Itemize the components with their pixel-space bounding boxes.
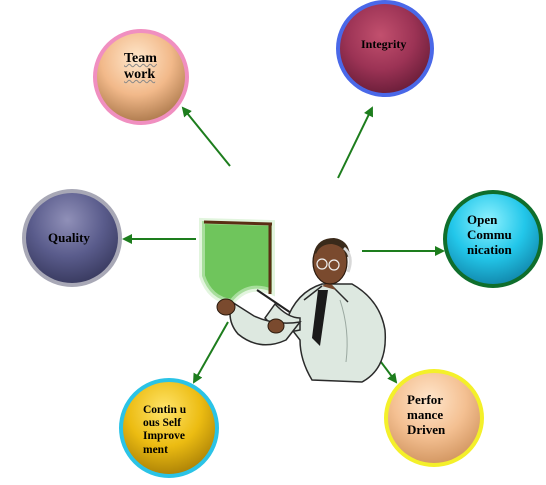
node-open-communication: Open Commu nication [443, 190, 543, 288]
left-hand [216, 298, 236, 316]
arrow-to-integrity [337, 106, 374, 179]
presenter-head [312, 238, 352, 290]
node-quality-label: Quality [48, 230, 90, 245]
arrow-to-teamwork [181, 106, 231, 167]
node-continuous-improvement-label: Contin u ous Self Improve ment [143, 404, 187, 456]
node-performance-driven: Perfor mance Driven [384, 369, 484, 467]
node-open-communication-label: Open Commu nication [467, 212, 512, 257]
node-integrity-label: Integrity [361, 37, 407, 51]
node-performance-driven-label: Perfor mance Driven [407, 392, 446, 437]
right-hand [267, 318, 285, 334]
presenter-body [229, 283, 387, 383]
presentation-board [199, 217, 275, 306]
node-teamwork-label: Team work [124, 51, 157, 83]
node-teamwork: Team work [93, 29, 189, 125]
node-quality: Quality [22, 189, 122, 287]
arrow-to-continuous-improvement [193, 321, 229, 384]
node-integrity: Integrity [336, 0, 434, 97]
node-continuous-improvement: Contin u ous Self Improve ment [119, 378, 219, 478]
pointer-stick [256, 289, 295, 316]
